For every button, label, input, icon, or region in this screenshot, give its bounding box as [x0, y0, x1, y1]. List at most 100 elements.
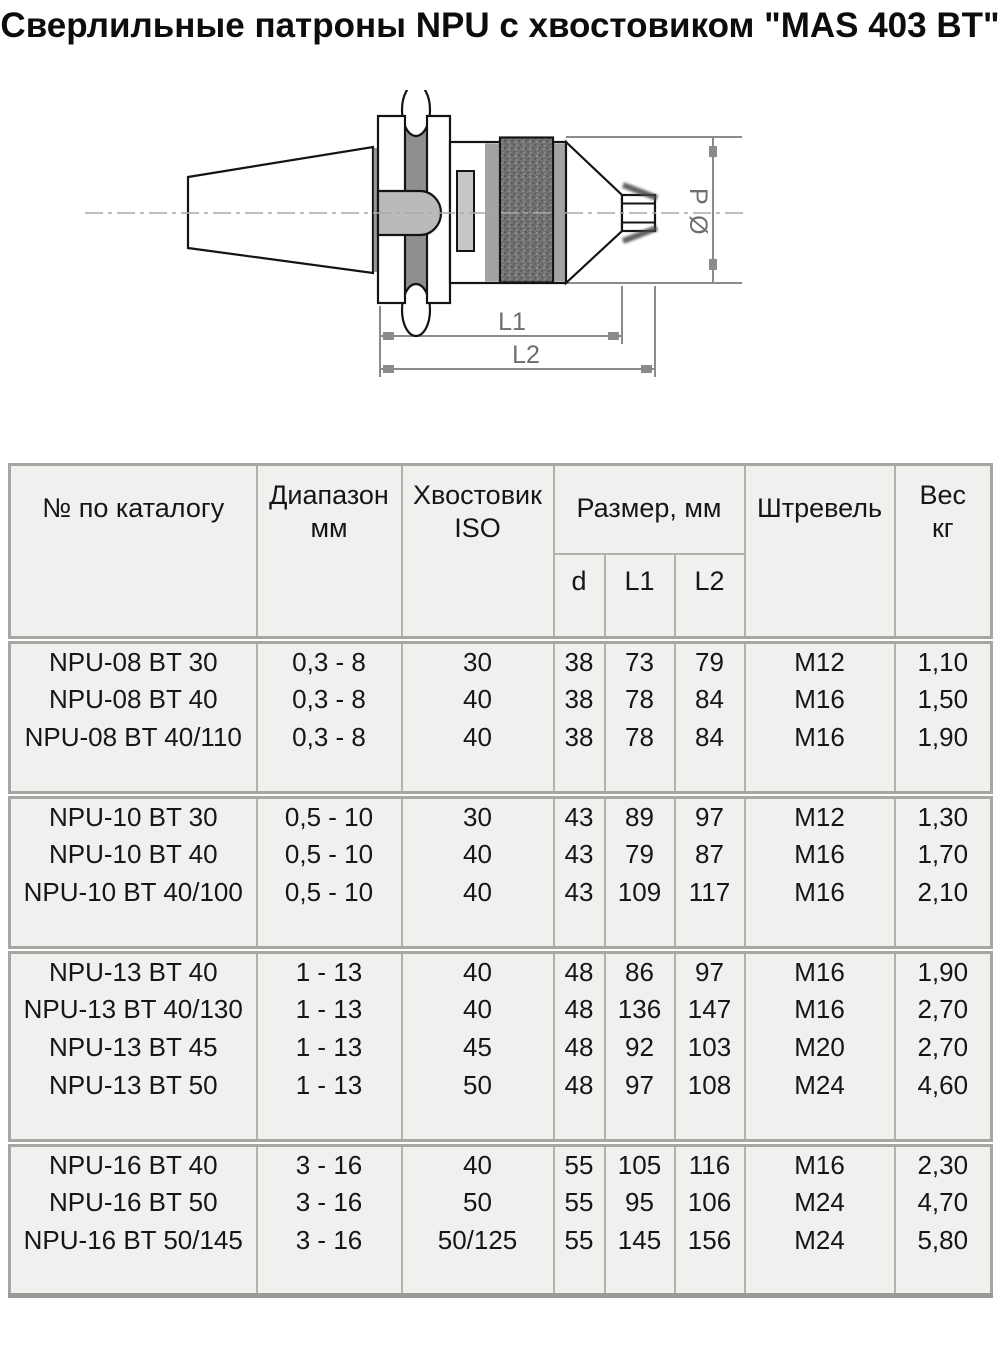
col-header-stud: Штревель [743, 464, 895, 638]
cell-l2: 116 [673, 1145, 745, 1184]
cell-stud: M16 [743, 835, 895, 874]
cell-stud: M16 [743, 680, 895, 719]
cell-shank: 40 [400, 680, 554, 719]
col-header-catalog: № по каталогу [8, 464, 257, 638]
cell-range: 1 - 13 [255, 952, 402, 991]
dimension-markers [383, 146, 717, 373]
cell-range: 1 - 13 [255, 1028, 402, 1067]
cell-l2: 117 [673, 873, 745, 912]
cell-shank: 40 [400, 1145, 554, 1184]
cell-stud: M16 [743, 1145, 895, 1184]
cell-weight: 2,30 [893, 1145, 992, 1184]
spec-table-group-3: NPU-13 BT 40 1 - 13 40 48 86 97 M16 1,90… [8, 951, 993, 1142]
spacer-row [8, 756, 992, 793]
cell-shank: 40 [400, 718, 554, 757]
cell-weight: 4,60 [893, 1066, 992, 1105]
table-row: NPU-13 BT 40 1 - 13 40 48 86 97 M16 1,90 [8, 952, 992, 991]
cell-range: 3 - 16 [255, 1145, 402, 1184]
cell-l1: 78 [603, 718, 675, 757]
cell-l2: 84 [673, 680, 745, 719]
table-row: NPU-13 BT 40/130 1 - 13 40 48 136 147 M1… [8, 990, 992, 1029]
cell-shank: 40 [400, 873, 554, 912]
cell-weight: 2,10 [893, 873, 992, 912]
cell-shank: 30 [400, 642, 554, 681]
table-row: NPU-13 BT 50 1 - 13 50 48 97 108 M24 4,6… [8, 1066, 992, 1105]
cell-d: 48 [552, 990, 605, 1029]
spacer-row [8, 1259, 992, 1296]
cell-model: NPU-13 BT 45 [8, 1028, 257, 1067]
col-header-range: Диапазон мм [255, 464, 402, 638]
table-row: NPU-16 BT 50/145 3 - 16 50/125 55 145 15… [8, 1221, 992, 1260]
cell-l1: 78 [603, 680, 675, 719]
col-header-shank: Хвостовик ISO [400, 464, 554, 638]
cell-shank: 45 [400, 1028, 554, 1067]
cell-d: 55 [552, 1183, 605, 1222]
spec-table: № по каталогу Диапазон мм Хвостовик ISO … [8, 463, 994, 1298]
cell-stud: M16 [743, 873, 895, 912]
cell-range: 3 - 16 [255, 1183, 402, 1222]
chuck-jaws [621, 182, 659, 244]
cell-stud: M24 [743, 1066, 895, 1105]
cell-l1: 109 [603, 873, 675, 912]
cell-weight: 1,50 [893, 680, 992, 719]
cell-weight: 5,80 [893, 1221, 992, 1260]
col-header-d: d [552, 553, 605, 638]
cell-l1: 105 [603, 1145, 675, 1184]
cell-d: 55 [552, 1221, 605, 1260]
cell-shank: 50 [400, 1183, 554, 1222]
cell-shank: 50 [400, 1066, 554, 1105]
cell-l2: 87 [673, 835, 745, 874]
table-row: NPU-08 BT 40/110 0,3 - 8 40 38 78 84 M16… [8, 718, 992, 757]
cell-d: 55 [552, 1145, 605, 1184]
cell-model: NPU-10 BT 30 [8, 797, 257, 836]
cell-l2: 97 [673, 952, 745, 991]
cell-weight: 2,70 [893, 990, 992, 1029]
cell-shank: 40 [400, 952, 554, 991]
cell-stud: M12 [743, 797, 895, 836]
spacer-row [8, 911, 992, 948]
adjustment-window [456, 170, 475, 252]
cell-l1: 95 [603, 1183, 675, 1222]
cell-range: 0,3 - 8 [255, 718, 402, 757]
page-title: Сверлильные патроны NPU с хвостовиком "M… [0, 6, 1000, 45]
cell-l2: 97 [673, 797, 745, 836]
taper-end-face [373, 148, 379, 272]
col-header-size: Размер, мм [552, 464, 745, 555]
table-row: NPU-10 BT 40/100 0,5 - 10 40 43 109 117 … [8, 873, 992, 912]
chuck-drawing [186, 82, 659, 338]
cell-stud: M16 [743, 718, 895, 757]
cell-model: NPU-10 BT 40/100 [8, 873, 257, 912]
cell-range: 0,3 - 8 [255, 642, 402, 681]
cell-d: 48 [552, 952, 605, 991]
spec-table-header: № по каталогу Диапазон мм Хвостовик ISO … [8, 463, 994, 639]
cell-model: NPU-08 BT 30 [8, 642, 257, 681]
cell-weight: 4,70 [893, 1183, 992, 1222]
cell-shank: 40 [400, 990, 554, 1029]
table-row: NPU-16 BT 50 3 - 16 50 55 95 106 M24 4,7… [8, 1183, 992, 1222]
cell-stud: M16 [743, 952, 895, 991]
cell-d: 43 [552, 797, 605, 836]
table-row: NPU-10 BT 30 0,5 - 10 30 43 89 97 M12 1,… [8, 797, 992, 836]
table-row: NPU-08 BT 30 0,3 - 8 30 38 73 79 M12 1,1… [8, 642, 992, 681]
cell-model: NPU-16 BT 50 [8, 1183, 257, 1222]
table-row: NPU-16 BT 40 3 - 16 40 55 105 116 M16 2,… [8, 1145, 992, 1184]
cell-l2: 106 [673, 1183, 745, 1222]
cell-range: 3 - 16 [255, 1221, 402, 1260]
cell-weight: 1,30 [893, 797, 992, 836]
cell-shank: 50/125 [400, 1221, 554, 1260]
table-row: NPU-13 BT 45 1 - 13 45 48 92 103 M20 2,7… [8, 1028, 992, 1067]
cell-range: 1 - 13 [255, 1066, 402, 1105]
cell-l1: 145 [603, 1221, 675, 1260]
knurl-ring [498, 136, 555, 284]
col-header-l2: L2 [673, 553, 745, 638]
cell-d: 38 [552, 718, 605, 757]
cell-stud: M24 [743, 1183, 895, 1222]
spec-table-group-4: NPU-16 BT 40 3 - 16 40 55 105 116 M16 2,… [8, 1144, 993, 1298]
cell-range: 0,5 - 10 [255, 835, 402, 874]
cell-l2: 147 [673, 990, 745, 1029]
cell-shank: 30 [400, 797, 554, 836]
cell-l2: 156 [673, 1221, 745, 1260]
col-header-l1: L1 [603, 553, 675, 638]
cell-l2: 84 [673, 718, 745, 757]
